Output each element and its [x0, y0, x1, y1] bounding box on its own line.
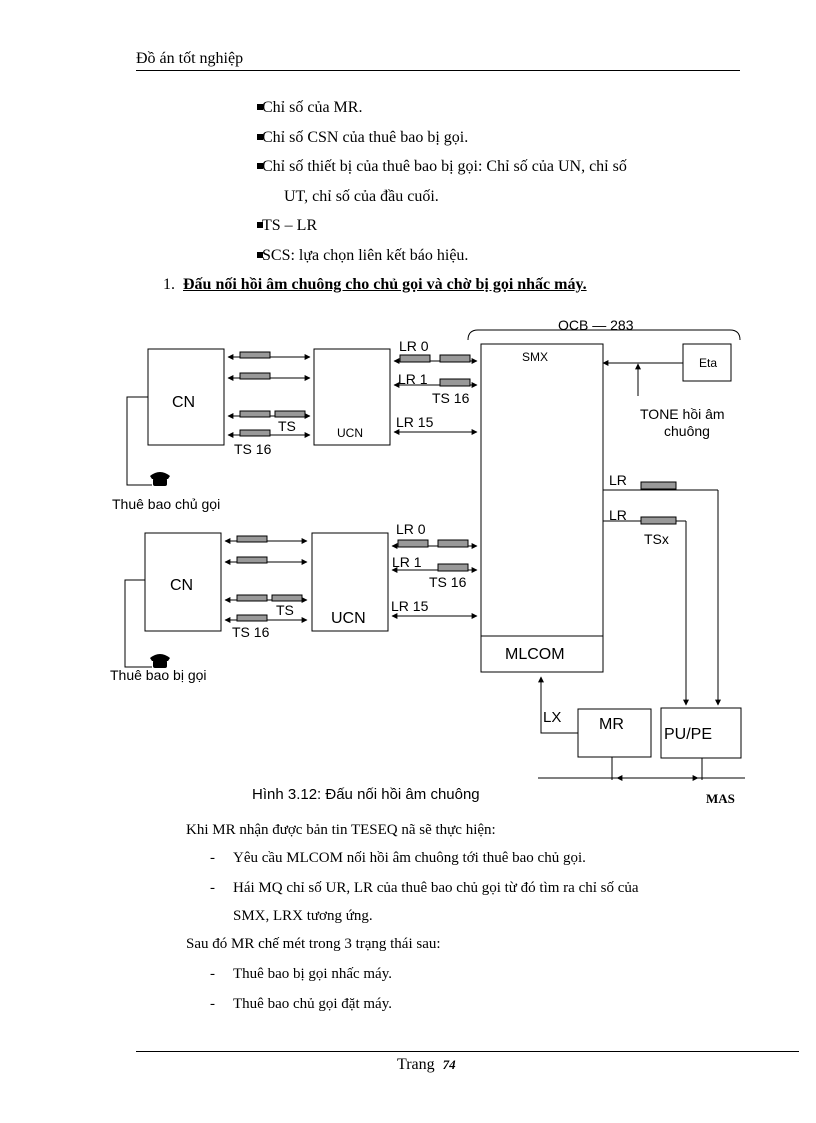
dash-item: -Yêu cầu MLCOM nối hồi âm chuông tới thu…	[210, 850, 586, 866]
ucn-box-upper	[313, 348, 391, 446]
smx-label: SMX	[522, 350, 548, 364]
paragraph: Sau đó MR chế mét trong 3 trạng thái sau…	[186, 936, 441, 952]
bullet-item: Chỉ số thiết bị của thuê bao bị gọi: Chỉ…	[257, 158, 627, 205]
bullet-item: SCS: lựa chọn liên kết báo hiệu.	[256, 247, 469, 264]
section-heading: 1.Đấu nối hồi âm chuông cho chủ gọi và c…	[163, 276, 587, 293]
bullet-item: Chỉ số CSN của thuê bao bị gọi.	[256, 129, 469, 146]
footer-rule	[136, 1051, 799, 1052]
dash-item: -Thuê bao bị gọi nhấc máy.	[210, 966, 392, 982]
lr-label: LR 1	[398, 371, 428, 387]
dash-item: -Thuê bao chủ gọi đặt máy.	[210, 996, 392, 1012]
ts16-label: TS 16	[432, 390, 470, 406]
lr-label: LR	[609, 472, 627, 488]
lr-label: LR 15	[396, 414, 434, 430]
ts16-label: TS 16	[429, 574, 467, 590]
mr-label: MR	[599, 716, 624, 733]
ocb-brace	[467, 329, 741, 341]
cn-label: CN	[172, 394, 195, 411]
time-slot-markers	[236, 351, 677, 622]
ucn-label: UCN	[331, 610, 366, 627]
pupe-box	[660, 707, 742, 759]
lr-label: LR 15	[391, 598, 429, 614]
paragraph: Khi MR nhận được bản tin TESEQ nã sẽ thự…	[186, 822, 496, 838]
ts-label: TS	[278, 418, 296, 434]
tone-label: TONE hồi âm	[640, 406, 725, 422]
callee-line	[124, 579, 152, 668]
ts-label: TS	[276, 602, 294, 618]
ts16-label: TS 16	[234, 441, 272, 457]
page-number: 74	[442, 1057, 456, 1072]
callee-label: Thuê bao bị gọi	[110, 667, 207, 683]
tone-label: chuông	[664, 423, 710, 439]
eta-label: Eta	[699, 356, 717, 370]
caller-line	[126, 396, 152, 486]
caller-label: Thuê bao chủ gọi	[112, 496, 220, 512]
figure-caption: Hình 3.12: Đấu nối hồi âm chuông	[252, 786, 480, 803]
smx-block	[480, 343, 604, 673]
page-header-title: Đồ án tốt nghiệp	[136, 50, 244, 67]
bullet-item: Chỉ số của MR.	[256, 99, 363, 116]
pupe-label: PU/PE	[664, 726, 712, 743]
ts16-label: TS 16	[232, 624, 270, 640]
lr-label: LR 0	[399, 338, 429, 354]
header-rule	[136, 70, 740, 71]
dash-item: -Hái MQ chỉ số UR, LR của thuê bao chủ g…	[210, 880, 639, 924]
lr-label: LR	[609, 507, 627, 523]
mas-label: MAS	[706, 791, 735, 806]
mlcom-label: MLCOM	[505, 646, 565, 663]
lr-label: LR 1	[392, 554, 422, 570]
cn-box-lower	[144, 532, 222, 632]
ucn-label: UCN	[337, 426, 363, 440]
tsx-label: TSx	[644, 531, 669, 547]
ucn-box-lower	[311, 532, 389, 632]
bullet-item: TS – LR	[256, 217, 318, 234]
lr-label: LR 0	[396, 521, 426, 537]
telephone-icon	[150, 654, 170, 668]
telephone-icon	[150, 472, 170, 486]
cn-label: CN	[170, 577, 193, 594]
lx-label: LX	[543, 709, 561, 726]
ocb-label: OCB — 283	[558, 317, 634, 333]
